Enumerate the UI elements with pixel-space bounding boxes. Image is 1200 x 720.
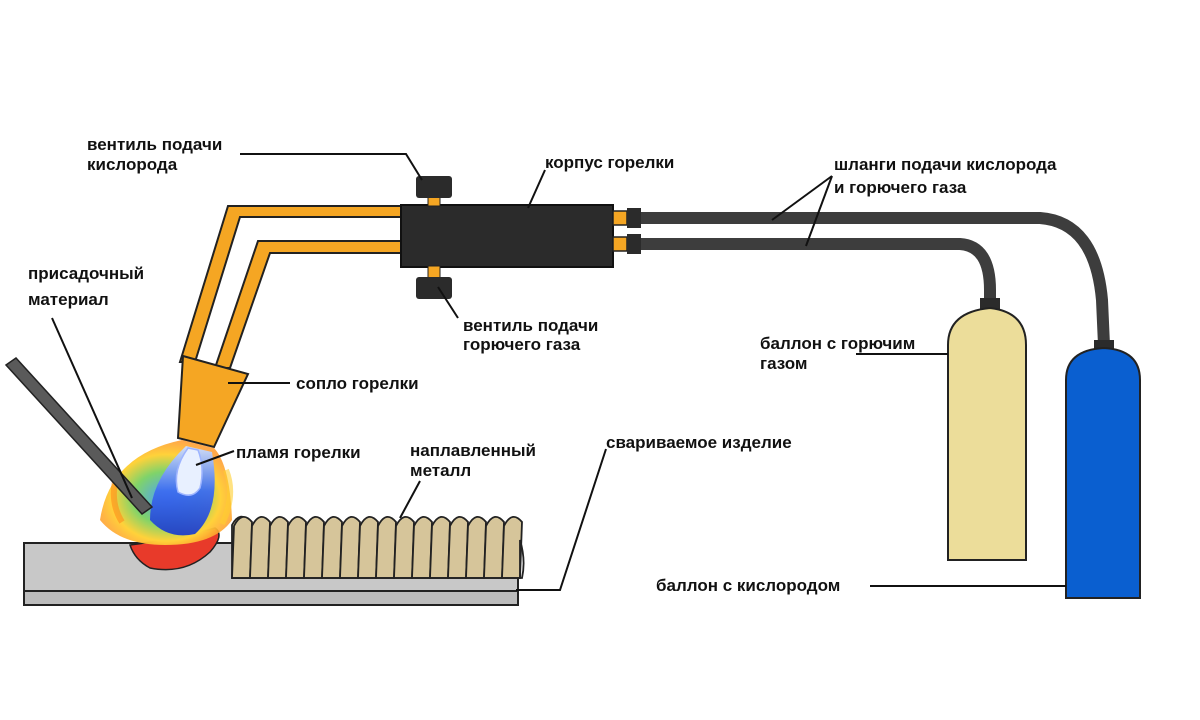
label-flame: пламя горелки: [236, 443, 361, 462]
label-fuel-cylinder: баллон с горючим газом: [760, 334, 920, 373]
label-oxygen-valve: вентиль подачи кислорода: [87, 135, 227, 174]
label-deposited-metal: наплавленный металл: [410, 441, 541, 480]
bead-base: [232, 539, 525, 579]
fuel-hose: [640, 238, 996, 302]
bead-ripple: [249, 516, 271, 579]
bead-ripple: [411, 516, 433, 579]
torch-body: [400, 204, 641, 268]
torch-nozzle: [176, 354, 250, 449]
bead-ripple: [375, 516, 397, 579]
bead-ripple: [483, 516, 505, 579]
labels: вентиль подачи кислорода корпус горелки …: [28, 135, 1061, 595]
bead-ripple: [339, 516, 361, 579]
torch-tubes: [178, 205, 403, 369]
fuel-gas-cylinder: [947, 298, 1027, 561]
label-fuel-valve: вентиль подачи горючего газа: [463, 316, 603, 354]
filler-rod: [4, 357, 154, 515]
label-torch-body: корпус горелки: [545, 153, 674, 172]
bead-ripple: [447, 516, 469, 579]
label-filler-material: присадочный материал: [28, 264, 149, 309]
oxygen-hose: [640, 212, 1110, 346]
bead-ripple: [231, 516, 253, 579]
bead-ripple: [393, 516, 415, 579]
fuel-valve: [416, 265, 452, 299]
oxygen-valve: [416, 176, 452, 207]
bead-ripple: [285, 516, 307, 579]
label-oxygen-cylinder: баллон с кислородом: [656, 576, 840, 595]
bead-ripple: [465, 516, 487, 579]
label-workpiece: свариваемое изделие: [606, 433, 792, 452]
bead-ripple: [267, 516, 289, 579]
bead-ripple: [357, 516, 379, 579]
bead-ripple: [429, 516, 451, 579]
hoses: [640, 212, 1110, 346]
bead-ripple: [303, 516, 325, 579]
bead-ripple: [321, 516, 343, 579]
oxygen-cylinder: [1065, 340, 1141, 599]
flame: [100, 440, 234, 545]
leader-lines: [51, 153, 1066, 591]
bead-ripple: [501, 516, 523, 579]
label-nozzle: сопло горелки: [296, 374, 419, 393]
label-hoses: шланги подачи кислорода и горючего газа: [834, 155, 1061, 197]
deposited-metal: [231, 515, 525, 579]
